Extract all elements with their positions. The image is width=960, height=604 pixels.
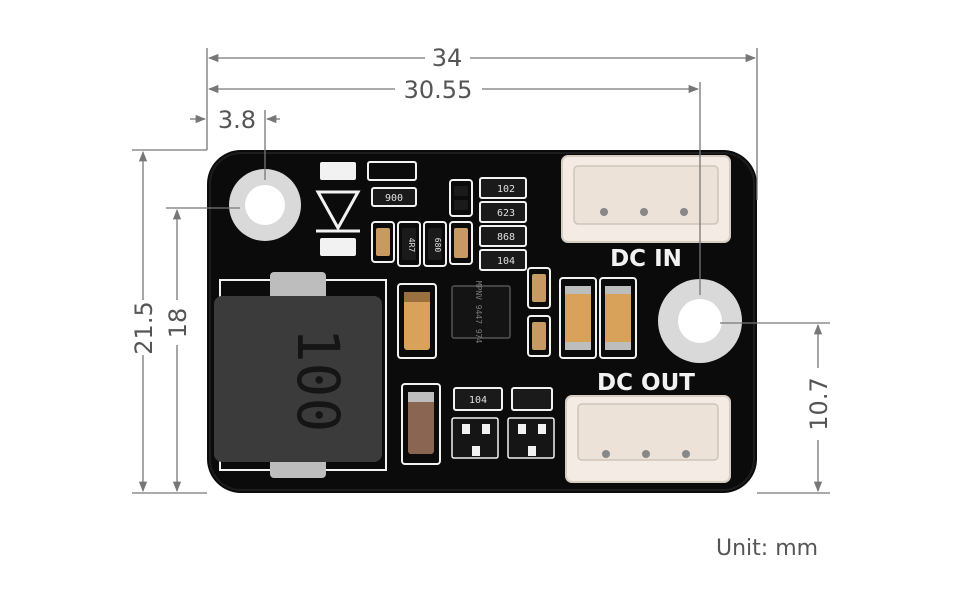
- resistor-623-marking: 623: [497, 208, 515, 219]
- dimension-total-width: 34: [432, 44, 463, 72]
- resistor-104b-marking: 104: [469, 395, 487, 406]
- unit-label: Unit: mm: [716, 536, 819, 561]
- inductor: 100: [214, 272, 387, 478]
- mounting-hole-right: [658, 279, 742, 363]
- dimension-total-height: 21.5: [130, 301, 158, 354]
- regulator-ic: MPNV 9447 974: [451, 281, 511, 344]
- dimension-lines: [132, 48, 830, 494]
- dc-out-connector: [565, 395, 731, 483]
- resistor-680-marking: 680: [433, 238, 442, 253]
- dc-out-label: DC OUT: [597, 370, 695, 396]
- resistor-900-marking: 900: [385, 193, 403, 204]
- vertical-components: 4R7 680: [371, 179, 473, 267]
- capacitor-left-bottom: [401, 383, 441, 465]
- ic-marking: MPNV 9447 974: [474, 281, 483, 344]
- inductor-marking: 100: [284, 328, 352, 433]
- dimension-out-hole-height: 10.7: [805, 377, 833, 430]
- diode-symbol: [315, 162, 361, 256]
- resistor-104a-marking: 104: [497, 256, 515, 267]
- capacitor-left-top: [397, 283, 437, 359]
- output-capacitors: [559, 277, 637, 359]
- dc-in-label: DC IN: [610, 246, 682, 272]
- resistor-900: 900: [367, 161, 417, 207]
- dc-in-connector: [561, 155, 731, 243]
- resistor-868-marking: 868: [497, 232, 515, 243]
- dimension-hole-height: 18: [164, 308, 192, 339]
- resistor-4r7-marking: 4R7: [407, 238, 416, 253]
- dimension-hole-spacing: 30.55: [404, 76, 473, 104]
- mounting-hole-left: [229, 169, 301, 241]
- bottom-components: 104: [451, 387, 555, 459]
- resistor-stack: 102 623 868 104: [479, 177, 527, 271]
- resistor-102-marking: 102: [497, 184, 515, 195]
- small-capacitors-right: [527, 267, 551, 357]
- dimension-hole-offset: 3.8: [218, 106, 256, 134]
